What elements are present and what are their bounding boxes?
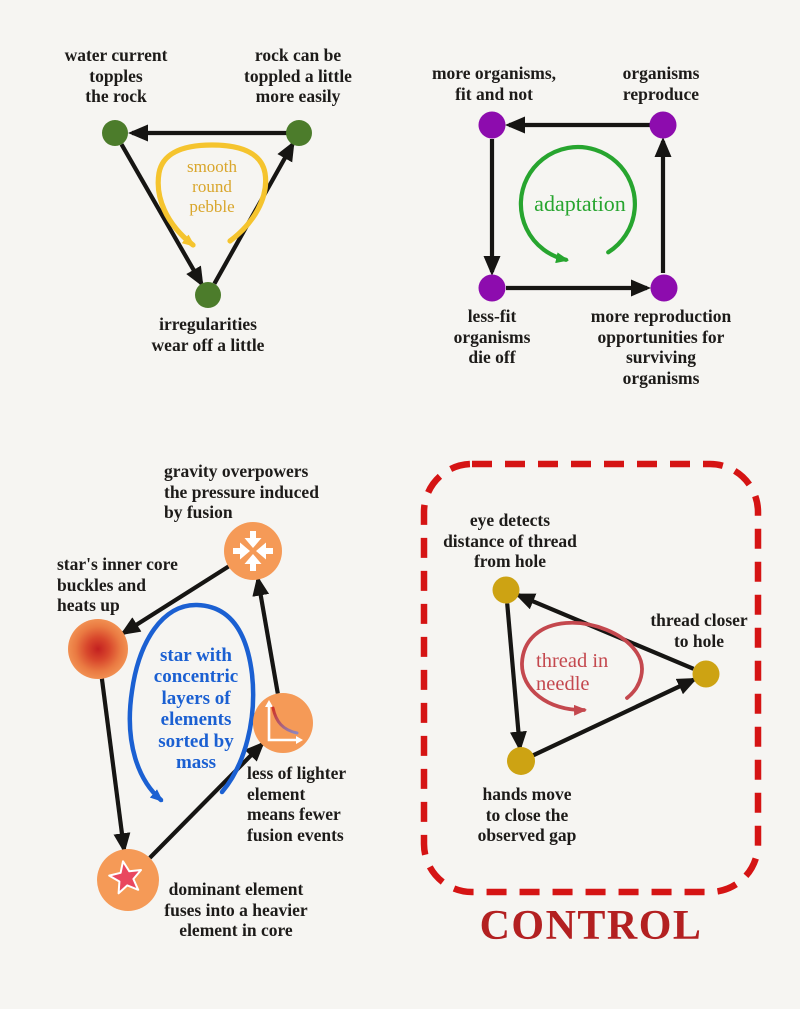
- adaptation-node-top-right: [649, 111, 677, 139]
- control-label-bottom: hands move to close the observed gap: [477, 784, 577, 846]
- adaptation-diagram: [478, 111, 678, 302]
- hot-core-icon: [68, 619, 128, 679]
- adaptation-label-bottom-left: less-fit organisms die off: [453, 306, 531, 368]
- control-arrow-right-to-top: [514, 593, 695, 671]
- adaptation-node-bottom-right: [650, 274, 678, 302]
- star-label-left: star's inner core buckles and heats up: [57, 554, 178, 616]
- pebble-label-bottom: irregularities wear off a little: [151, 314, 265, 355]
- star-label-right: less of lighter element means fewer fusi…: [247, 763, 347, 845]
- control-label-top-left: eye detects distance of thread from hole: [443, 510, 577, 572]
- star-loop-arrow: [127, 602, 256, 803]
- pebble-diagram: [102, 120, 312, 308]
- control-node-bottom: [507, 747, 535, 775]
- pebble-loop-label: smooth round pebble: [186, 157, 238, 217]
- control-loop-arrow: [520, 620, 644, 716]
- star-loop-label: star with concentric layers of elements …: [153, 645, 239, 774]
- pebble-label-top-left: water current topples the rock: [64, 45, 168, 107]
- decay-curve-icon: [253, 693, 313, 753]
- control-caption: CONTROL: [479, 903, 703, 949]
- star-label-bottom: dominant element fuses into a heavier el…: [164, 879, 308, 941]
- pebble-node-top-left: [102, 120, 128, 146]
- pebble-label-top-right: rock can be toppled a little more easily: [244, 45, 352, 107]
- control-arrow-bottom-to-right: [532, 677, 698, 758]
- star-arrow-right-to-top: [252, 575, 280, 694]
- adaptation-node-bottom-left: [478, 274, 506, 302]
- adaptation-label-top-right: organisms reproduce: [622, 63, 700, 104]
- adaptation-loop-arrow: [518, 144, 637, 264]
- star-diagram: [68, 522, 313, 911]
- star-arrow-top-to-left: [120, 564, 230, 636]
- star-label-top: gravity overpowers the pressure induced …: [164, 461, 319, 523]
- pebble-loop-arrow: [155, 142, 269, 248]
- pebble-node-top-right: [286, 120, 312, 146]
- control-loop-label: thread in needle: [536, 650, 609, 695]
- star-arrow-left-to-bottom: [99, 678, 131, 854]
- adaptation-label-top-left: more organisms, fit and not: [431, 63, 557, 104]
- adaptation-label-bottom-right: more reproduction opportunities for surv…: [590, 306, 732, 388]
- control-node-top-left: [492, 576, 520, 604]
- control-label-right: thread closer to hole: [650, 610, 748, 651]
- control-node-right: [692, 660, 720, 688]
- star-arrow-bottom-to-right: [148, 741, 265, 860]
- control-arrow-top-to-bottom: [505, 603, 527, 752]
- control-diagram: [420, 460, 762, 896]
- pebble-node-bottom: [195, 282, 221, 308]
- control-dashed-border: [420, 460, 762, 896]
- adaptation-node-top-left: [478, 111, 506, 139]
- pebble-arrow-left: [119, 143, 204, 288]
- fusion-spark-icon: [97, 849, 159, 911]
- adaptation-loop-label: adaptation: [534, 191, 626, 216]
- inward-arrows-icon: [224, 522, 282, 580]
